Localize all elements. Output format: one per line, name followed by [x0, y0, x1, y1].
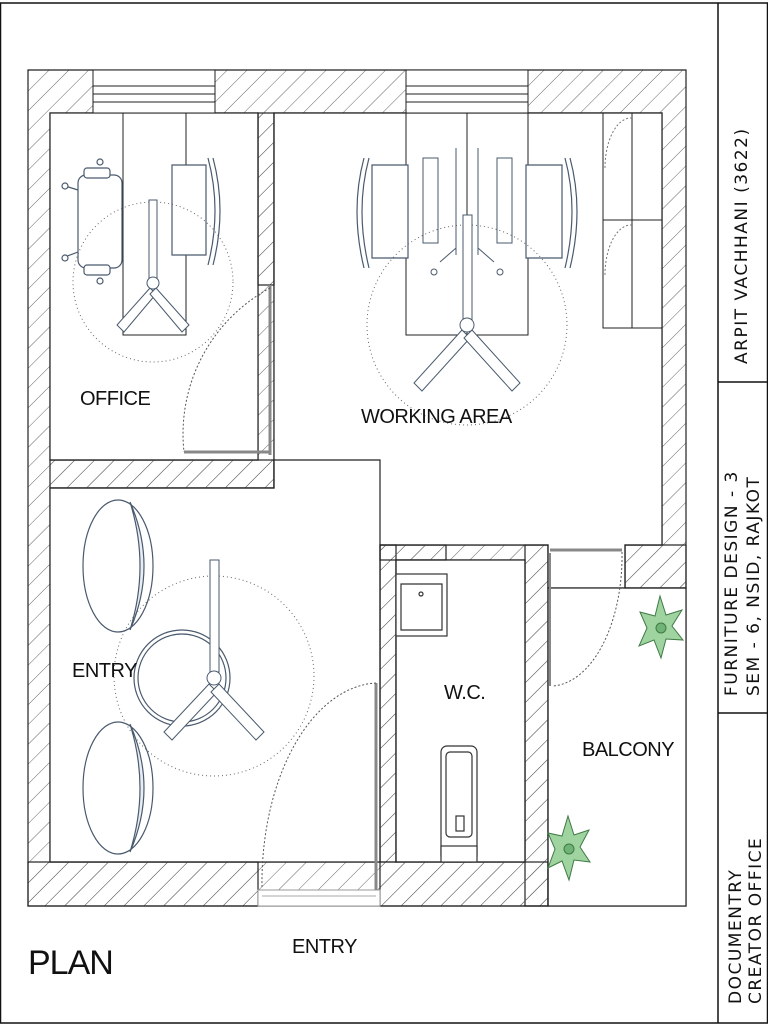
- bottom-wall-left: [27, 861, 259, 907]
- plant-top: [638, 594, 685, 660]
- plant-bottom: [547, 814, 592, 882]
- office-visitor-chair: [171, 157, 221, 266]
- storage-cabinet: [602, 112, 663, 329]
- lounge-chair-top: [82, 499, 154, 633]
- bottom-wall-mid: [379, 861, 549, 907]
- window-working-area: [405, 69, 529, 114]
- office-bottom-wall: [49, 459, 275, 489]
- entry-outer-label: ENTRY: [292, 936, 357, 958]
- work-chairs: [356, 157, 578, 269]
- wc-left-wall: [379, 544, 397, 863]
- office-label: OFFICE: [80, 388, 151, 410]
- lounge-chair-bottom: [82, 721, 154, 855]
- working-area-ceiling-fan: [366, 214, 568, 426]
- computer-monitors: [422, 148, 513, 276]
- working-area-label: WORKING AREA: [361, 406, 512, 428]
- window-office: [92, 69, 216, 114]
- plan-title: PLAN: [28, 944, 114, 982]
- entry-inner-label: ENTRY: [72, 660, 137, 682]
- office-ceiling-fan: [72, 199, 234, 363]
- entry-door: [261, 682, 378, 890]
- office-door: [182, 285, 272, 455]
- wash-basin: [395, 573, 448, 637]
- wc-label: W.C.: [444, 682, 486, 704]
- toilet: [440, 745, 478, 863]
- balcony-label: BALCONY: [582, 739, 675, 761]
- project-line-1: DOCUMENTRY: [726, 868, 746, 1004]
- office-boss-chair: [61, 158, 123, 285]
- course-line-1: FURNITURE DESIGN - 3: [722, 470, 742, 696]
- course-line-2: SEM - 6, NSID, RAJKOT: [744, 475, 764, 696]
- balcony-top-wall: [624, 544, 687, 589]
- author-name: ARPIT VACHHANI (3622): [732, 127, 752, 364]
- wc-top-wall: [379, 544, 447, 561]
- project-line-2: CREATOR OFFICE: [746, 836, 766, 1004]
- office-partition: [257, 112, 275, 286]
- wc-right-wall: [524, 544, 549, 907]
- balcony-door: [549, 548, 623, 687]
- entry-ceiling-fan: [113, 559, 315, 777]
- main-entry-opening: [257, 889, 381, 907]
